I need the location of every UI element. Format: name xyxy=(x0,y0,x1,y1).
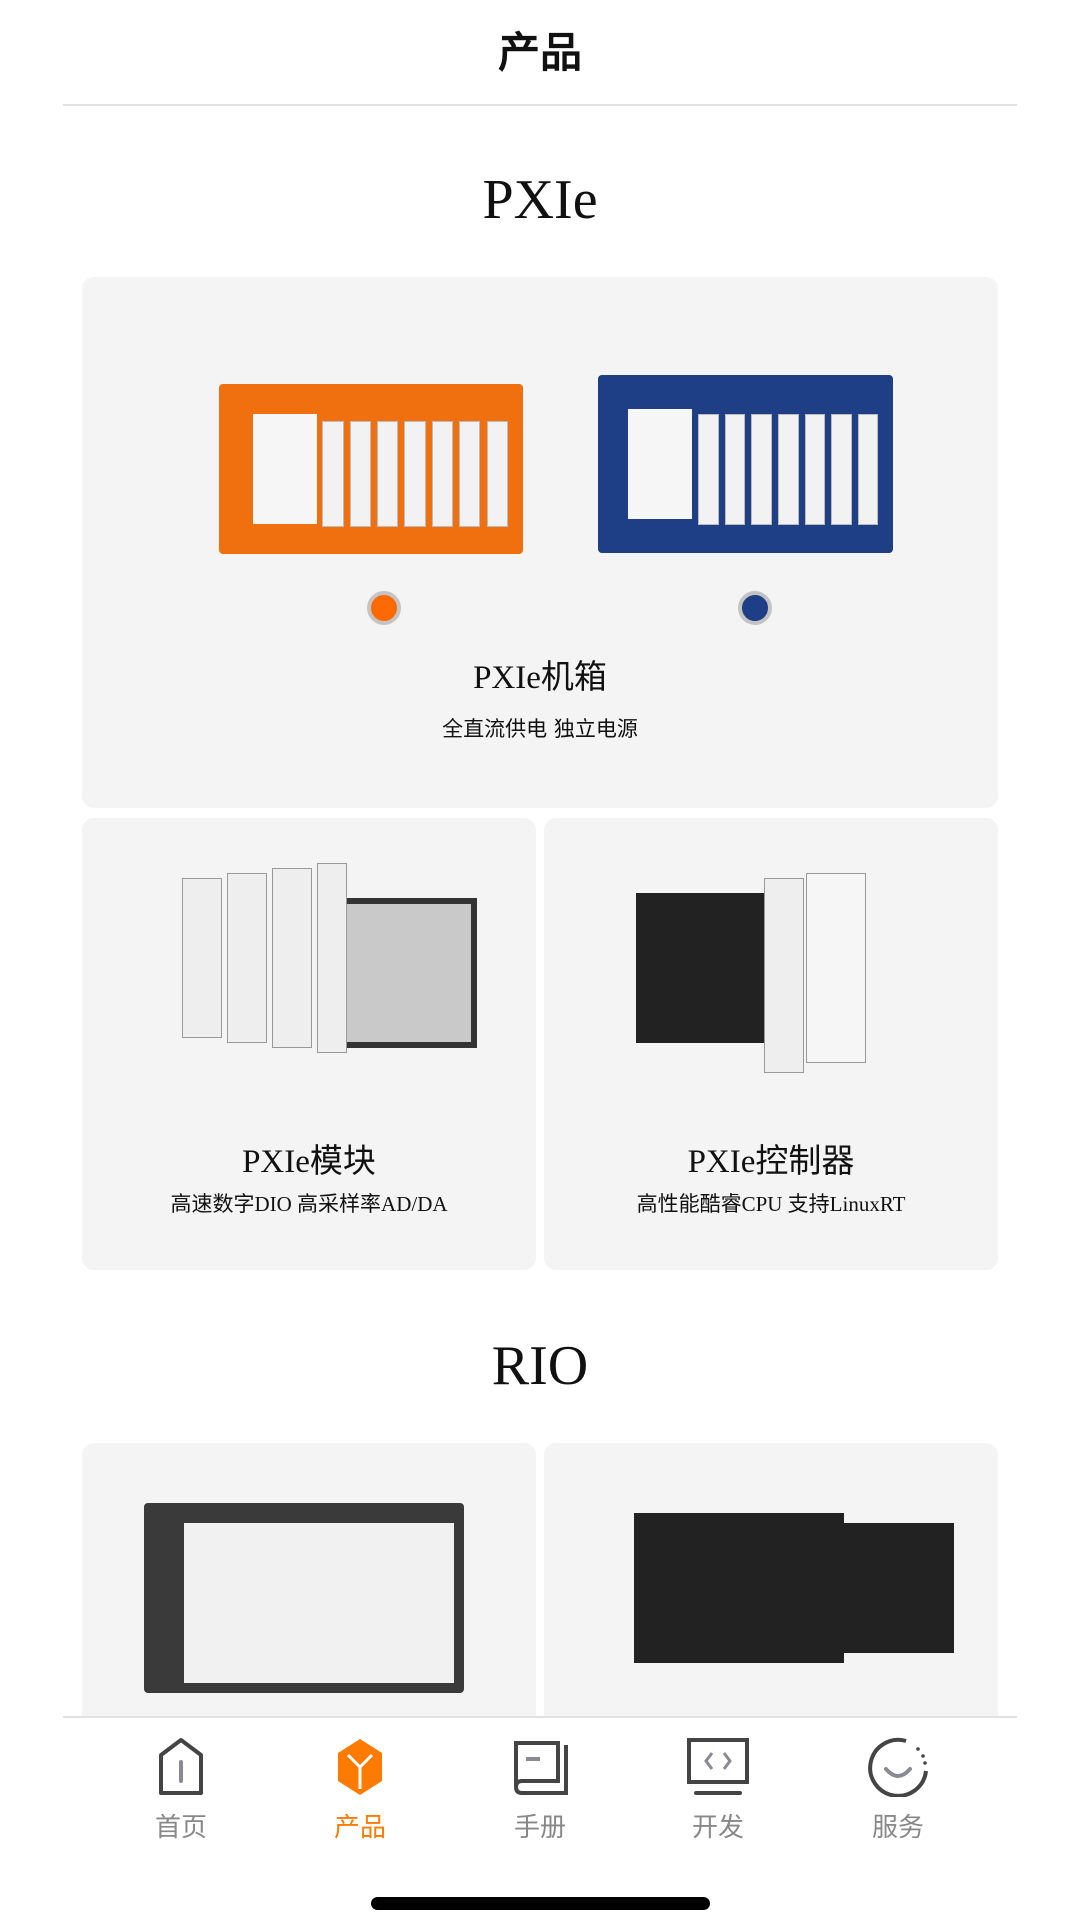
nav-label: 开发 xyxy=(691,1813,744,1843)
nav-label: 产品 xyxy=(333,1813,386,1843)
card-title: PXIe模块 xyxy=(242,1144,376,1180)
code-monitor-icon xyxy=(687,1738,749,1795)
section-title-rio: RIO xyxy=(491,1335,589,1397)
top-bar: 产品 xyxy=(0,0,1080,105)
module-image xyxy=(337,898,477,1048)
nav-item-home[interactable]: 首页 xyxy=(121,1737,241,1844)
home-icon xyxy=(159,1738,203,1795)
nav-label: 手册 xyxy=(513,1813,566,1843)
product-card-pxie-module[interactable]: PXIe模块 高速数字DIO 高采样率AD/DA xyxy=(82,818,536,1270)
product-card-rio-module[interactable] xyxy=(544,1443,998,1733)
header-divider xyxy=(63,104,1017,106)
box-icon xyxy=(338,1739,382,1795)
rio-chassis-image xyxy=(144,1503,464,1693)
card-subtitle: 高性能酷睿CPU 支持LinuxRT xyxy=(636,1192,906,1216)
card-title: PXIe控制器 xyxy=(687,1144,855,1180)
nav-label: 服务 xyxy=(871,1813,924,1843)
nav-item-develop[interactable]: 开发 xyxy=(658,1737,778,1844)
home-indicator[interactable] xyxy=(371,1897,710,1910)
nav-item-service[interactable]: 服务 xyxy=(838,1737,958,1844)
smile-service-icon xyxy=(868,1737,928,1797)
bottom-nav: 首页 产品 手册 开发 服务 xyxy=(0,1716,1080,1920)
card-title: PXIe机箱 xyxy=(473,660,607,696)
product-card-pxie-controller[interactable]: PXIe控制器 高性能酷睿CPU 支持LinuxRT xyxy=(544,818,998,1270)
nav-item-products[interactable]: 产品 xyxy=(300,1737,420,1844)
section-title-pxie: PXIe xyxy=(482,169,598,231)
controller-image xyxy=(636,893,766,1043)
nav-divider xyxy=(63,1716,1017,1718)
nav-item-manual[interactable]: 手册 xyxy=(480,1737,600,1844)
chassis-image-blue xyxy=(598,375,893,553)
rio-module-image xyxy=(634,1513,744,1663)
color-option-orange[interactable] xyxy=(367,591,401,625)
card-subtitle: 全直流供电 独立电源 xyxy=(442,717,638,741)
chassis-image-orange xyxy=(219,384,523,554)
page-title: 产品 xyxy=(497,28,582,77)
card-subtitle: 高速数字DIO 高采样率AD/DA xyxy=(170,1192,448,1216)
product-card-pxie-chassis[interactable]: PXIe机箱 全直流供电 独立电源 xyxy=(82,277,998,808)
color-option-blue[interactable] xyxy=(738,591,772,625)
book-icon xyxy=(513,1741,568,1795)
nav-label: 首页 xyxy=(154,1813,207,1843)
product-card-rio-chassis[interactable] xyxy=(82,1443,536,1733)
